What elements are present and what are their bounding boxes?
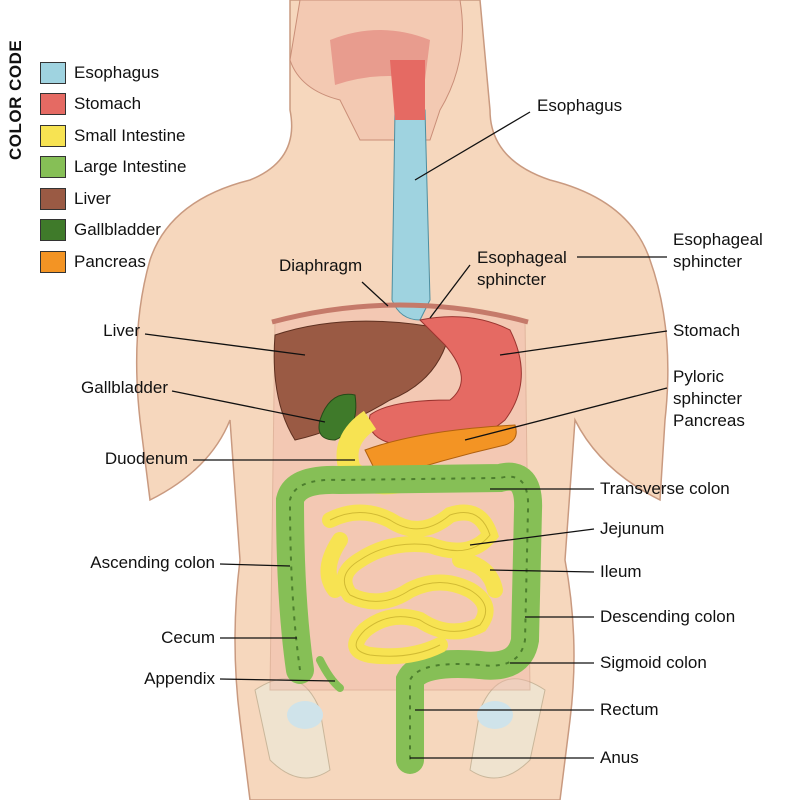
- large-intestine-outline: [288, 475, 530, 760]
- label-rectum: Rectum: [600, 700, 659, 719]
- liver: [273, 320, 451, 441]
- label-jejunum: Jejunum: [600, 519, 665, 538]
- legend-swatch: [40, 156, 66, 179]
- label-line: Esophageal: [477, 248, 567, 267]
- label-descending-colon: Descending colon: [600, 607, 736, 626]
- legend-label: Liver: [74, 188, 111, 208]
- legend-swatch: [40, 219, 66, 242]
- label-ascending-colon: Ascending colon: [90, 553, 215, 572]
- legend-item-large-intestine: Large Intestine: [40, 152, 186, 184]
- legend-item-pancreas: Pancreas: [40, 246, 186, 278]
- label-anus: Anus: [600, 748, 639, 767]
- hip-joint-right: [477, 701, 513, 729]
- legend-swatch: [40, 124, 66, 147]
- label-pancreas: Pancreas: [673, 411, 745, 430]
- label-esophagus: Esophagus: [537, 96, 623, 115]
- esophagus: [391, 109, 431, 321]
- legend-title: COLOR CODE: [6, 39, 25, 160]
- label-appendix: Appendix: [144, 669, 215, 688]
- throat: [390, 60, 425, 120]
- legend-item-liver: Liver: [40, 183, 186, 215]
- label-line: Pyloric: [673, 367, 725, 386]
- legend-item-stomach: Stomach: [40, 89, 186, 121]
- label-liver: Liver: [103, 321, 140, 340]
- legend-swatch: [40, 250, 66, 273]
- label-transverse-colon: Transverse colon: [600, 479, 730, 498]
- legend-label: Stomach: [74, 94, 142, 114]
- legend-item-small-intestine: Small Intestine: [40, 120, 186, 152]
- legend-label: Small Intestine: [74, 125, 186, 145]
- legend-item-gallbladder: Gallbladder: [40, 215, 186, 247]
- legend-swatch: [40, 61, 66, 84]
- legend-swatch: [40, 93, 66, 116]
- diaphragm: [271, 302, 529, 325]
- pelvis: [254, 678, 546, 779]
- label-gallbladder: Gallbladder: [81, 378, 168, 397]
- label-diaphragm: Diaphragm: [279, 256, 363, 275]
- color-legend: Esophagus Stomach Small Intestine Large …: [40, 57, 186, 278]
- appendix: [316, 656, 344, 692]
- label-ileum: Ileum: [600, 562, 642, 581]
- label-stomach: Stomach: [673, 321, 741, 340]
- label-duodenum: Duodenum: [104, 449, 188, 468]
- hip-joint-left: [287, 701, 323, 729]
- legend-item-esophagus: Esophagus: [40, 57, 186, 89]
- legend-label: Gallbladder: [74, 220, 161, 240]
- label-esophageal-sphincter-right: Esophageal sphincter: [673, 229, 763, 273]
- label-sigmoid-colon: Sigmoid colon: [600, 653, 707, 672]
- label-line: sphincter: [673, 252, 742, 271]
- label-line: sphincter: [477, 270, 546, 289]
- label-line: Esophageal: [673, 230, 763, 249]
- label-esophageal-sphincter-mid: Esophageal sphincter: [477, 247, 567, 291]
- legend-label: Pancreas: [74, 251, 146, 271]
- legend-label: Large Intestine: [74, 157, 187, 177]
- label-line: sphincter: [673, 389, 742, 408]
- legend-label: Esophagus: [74, 62, 160, 82]
- leader-lines: [144, 111, 668, 759]
- legend-swatch: [40, 187, 66, 210]
- label-cecum: Cecum: [161, 628, 215, 647]
